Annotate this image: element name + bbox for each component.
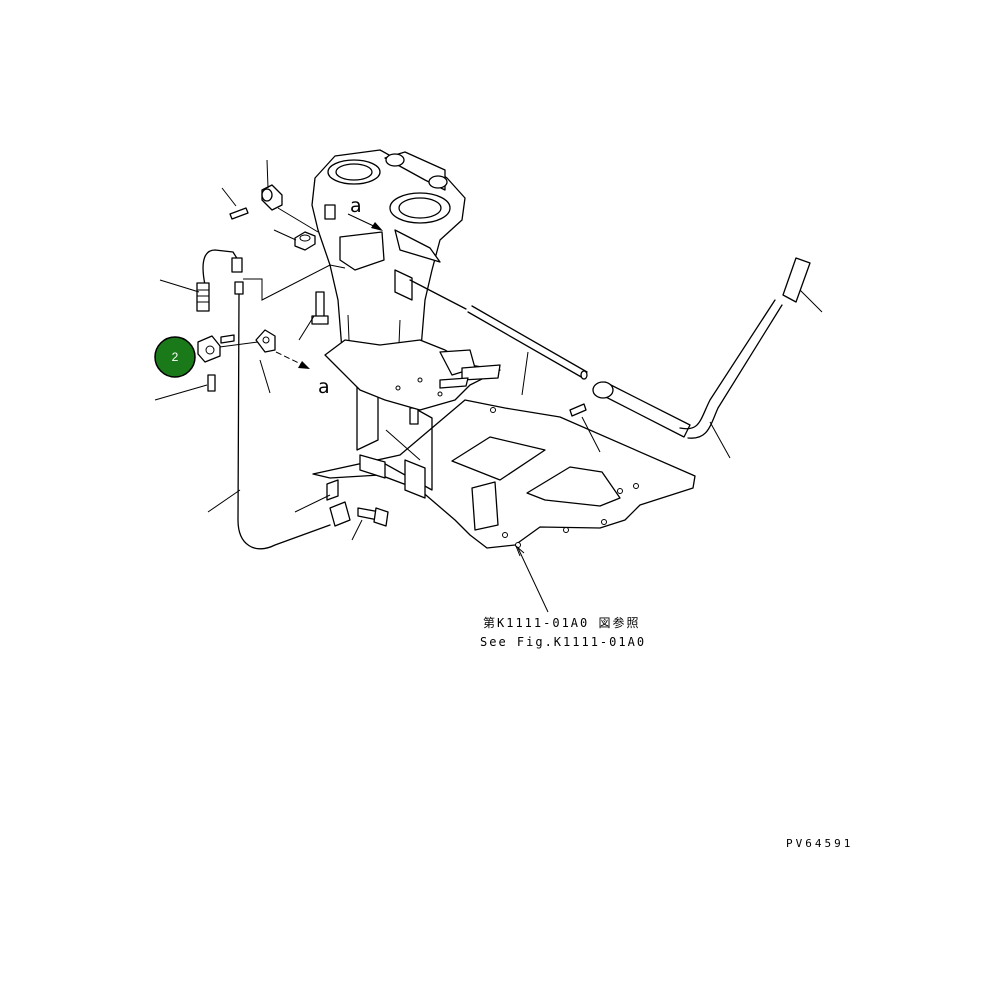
column-flange: [324, 339, 501, 411]
figure-code: PV64591: [786, 837, 853, 850]
lever-handle: [592, 257, 811, 439]
leader-lines: [154, 159, 823, 613]
floor-plate: [312, 399, 696, 549]
control-tower: [311, 149, 466, 376]
view-arrow-side: [275, 351, 310, 369]
view-arrow-top: [347, 213, 383, 231]
reference-jp: 第K1111-01A0 図参照: [483, 615, 640, 630]
support-bracket: [356, 379, 499, 531]
rod: [409, 279, 588, 380]
small-parts: [196, 184, 587, 550]
view-label-side: a: [318, 376, 330, 398]
callout-number: 2: [172, 350, 179, 364]
callout-marker[interactable]: 2: [154, 336, 196, 378]
view-label-top: a: [350, 195, 362, 217]
reference-en: See Fig.K1111-01A0: [480, 635, 646, 649]
